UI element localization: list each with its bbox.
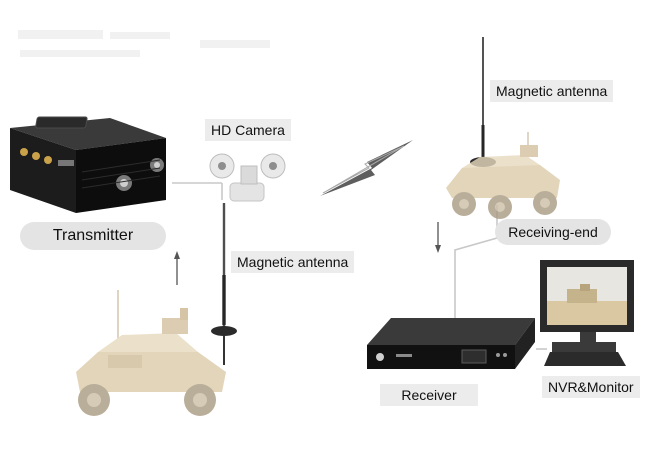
military-vehicle-icon — [76, 290, 226, 416]
receiver-device-icon — [367, 318, 535, 369]
arrow-up-icon — [174, 251, 180, 285]
receiving-end-label: Receiving-end — [495, 219, 611, 245]
nvr-monitor-icon — [540, 260, 634, 366]
magnetic-antenna-right-label: Magnetic antenna — [490, 80, 614, 102]
wireless-link-icon — [320, 140, 413, 196]
magnetic-antenna-icon — [470, 37, 496, 167]
magnetic-antenna-icon — [211, 203, 237, 365]
transmitter-label: Transmitter — [20, 222, 166, 250]
faded-header — [18, 30, 270, 57]
transmitter-device-icon — [10, 116, 166, 213]
magnetic-antenna-left-label: Magnetic antenna — [231, 251, 355, 273]
military-vehicle-icon — [446, 132, 560, 219]
hd-camera-label: HD Camera — [205, 119, 291, 141]
hd-camera-icon — [209, 153, 286, 202]
connector-lines — [172, 182, 547, 350]
receiver-label: Receiver — [380, 384, 478, 406]
nvr-monitor-label: NVR&Monitor — [542, 376, 640, 398]
arrow-down-icon — [435, 222, 441, 253]
